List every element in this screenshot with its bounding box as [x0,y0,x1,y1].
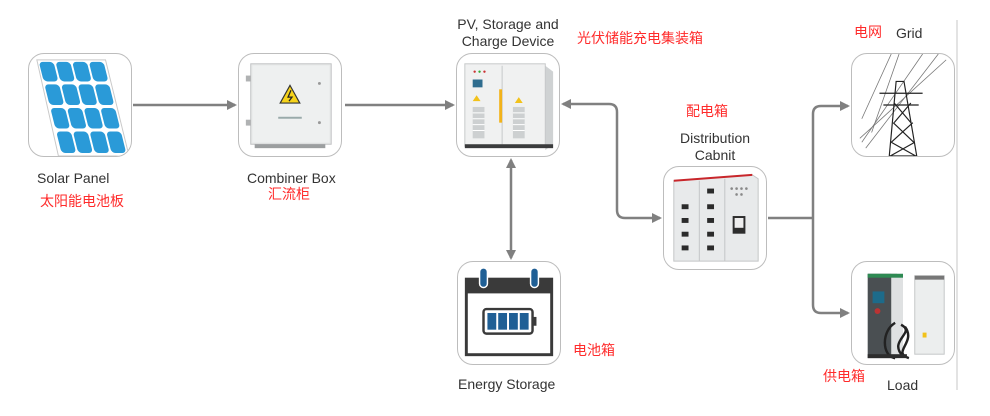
pv-storage-cabinet-icon [464,63,554,151]
pv-device-cn-label: 光伏储能充电集装箱 [577,31,703,47]
energy-storage-node [457,261,561,365]
pv-device-label-line2: Charge Device [461,33,555,49]
distribution-cabinet-icon [673,173,759,262]
battery-icon [464,267,554,357]
grid-cn-label: 电网 [854,25,882,41]
edge-device-distribution [561,99,662,223]
pv-device-node [456,53,560,157]
combiner-box-node [238,53,342,157]
distribution-label-line1: Distribution [679,130,751,146]
solar-panel-label: Solar Panel [37,170,110,186]
power-tower-icon [859,54,947,156]
solar-panel-icon [36,59,130,156]
ev-charger-icon [867,273,945,360]
energy-storage-label: Energy Storage [458,376,556,392]
pv-device-label-line1: PV, Storage and [457,16,559,32]
combiner-box-icon [245,63,332,149]
distribution-label-line2: Cabnit [694,147,736,163]
combiner-box-label: Combiner Box [247,170,336,186]
distribution-label: Distribution Cabnit [660,130,770,164]
energy-storage-cn-label: 电池箱 [573,343,615,359]
distribution-cabinet-node [663,166,767,270]
load-node [851,261,955,365]
distribution-cn-label: 配电箱 [686,104,728,120]
combiner-box-cn-label: 汇流柜 [268,187,310,203]
edge-distribution-to-grid [811,101,850,218]
solar-panel-node [28,53,132,157]
load-cn-label: 供电箱 [823,369,865,385]
grid-node [851,53,955,157]
solar-panel-cn-label: 太阳能电池板 [40,194,124,210]
load-label: Load [887,377,919,393]
edge-distribution-to-load [811,218,850,318]
pv-device-label: PV, Storage and Charge Device [452,16,564,50]
right-separator [956,20,958,390]
grid-label: Grid [896,25,923,41]
